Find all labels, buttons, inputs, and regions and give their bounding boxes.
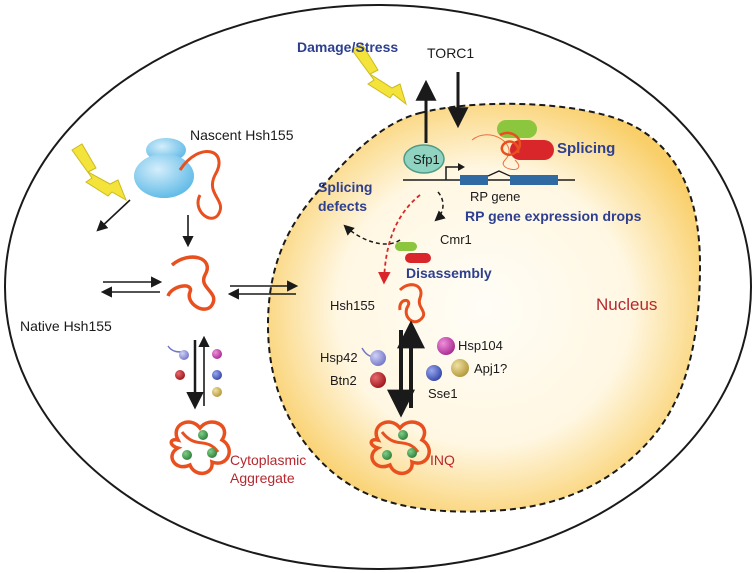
hsp42-label: Hsp42 — [320, 350, 358, 365]
to-splicing-defects-arrow — [343, 224, 401, 245]
btn2-label: Btn2 — [330, 373, 357, 388]
cmr1-label: Cmr1 — [440, 232, 472, 247]
sse1-chaperone — [426, 365, 442, 381]
cytoplasmic-aggregate-label-2: Aggregate — [230, 470, 295, 486]
hsh155-label: Hsh155 — [330, 298, 375, 313]
lightning-bolt-icon — [351, 43, 407, 106]
rp-expression-label: RP gene expression drops — [465, 208, 642, 224]
splicing-defects-label-2: defects — [318, 198, 367, 214]
rp-gene — [403, 163, 575, 185]
hsp104-chaperone — [437, 337, 455, 355]
hsp42-chaperone — [370, 350, 386, 366]
nascent-hsh155-label: Nascent Hsh155 — [190, 127, 294, 143]
disassembly-label: Disassembly — [406, 265, 492, 281]
disassembly-red-subunit — [405, 253, 431, 263]
disassembly-green-subunit — [395, 242, 417, 251]
nucleus-label: Nucleus — [596, 295, 657, 314]
damage-stress-label: Damage/Stress — [297, 39, 398, 55]
rp-gene-label: RP gene — [470, 189, 520, 204]
to-cmr1-arrow — [434, 191, 446, 222]
disassembly-arrow — [377, 194, 421, 285]
hsp104-label: Hsp104 — [458, 338, 503, 353]
btn2-chaperone — [370, 372, 386, 388]
native-hsh155 — [166, 255, 216, 311]
splicing-defects-label-1: Splicing — [318, 179, 372, 195]
lightning-bolt-icon — [71, 143, 127, 202]
native-hsh155-label: Native Hsh155 — [20, 318, 112, 334]
sfp1-label: Sfp1 — [413, 152, 440, 167]
inq-aggregate — [369, 420, 431, 475]
torc1-label: TORC1 — [427, 45, 474, 61]
spliceosome — [471, 120, 554, 170]
sfp1-protein — [403, 144, 445, 174]
nuclear-hsh155 — [398, 283, 426, 324]
ribosome — [134, 138, 194, 198]
nucleus — [266, 102, 702, 513]
cytoplasmic-chaperones — [167, 345, 222, 397]
sse1-label: Sse1 — [428, 386, 458, 401]
inq-label: INQ — [430, 452, 455, 468]
nascent-chain — [178, 150, 222, 220]
cytoplasmic-aggregate — [169, 420, 231, 475]
cytoplasmic-aggregate-label-1: Cytoplasmic — [230, 452, 306, 468]
apj1-label: Apj1? — [474, 361, 507, 376]
splicing-label: Splicing — [557, 140, 615, 157]
nascent-to-aggregate-arrow — [96, 199, 131, 232]
apj1-chaperone — [451, 359, 469, 377]
